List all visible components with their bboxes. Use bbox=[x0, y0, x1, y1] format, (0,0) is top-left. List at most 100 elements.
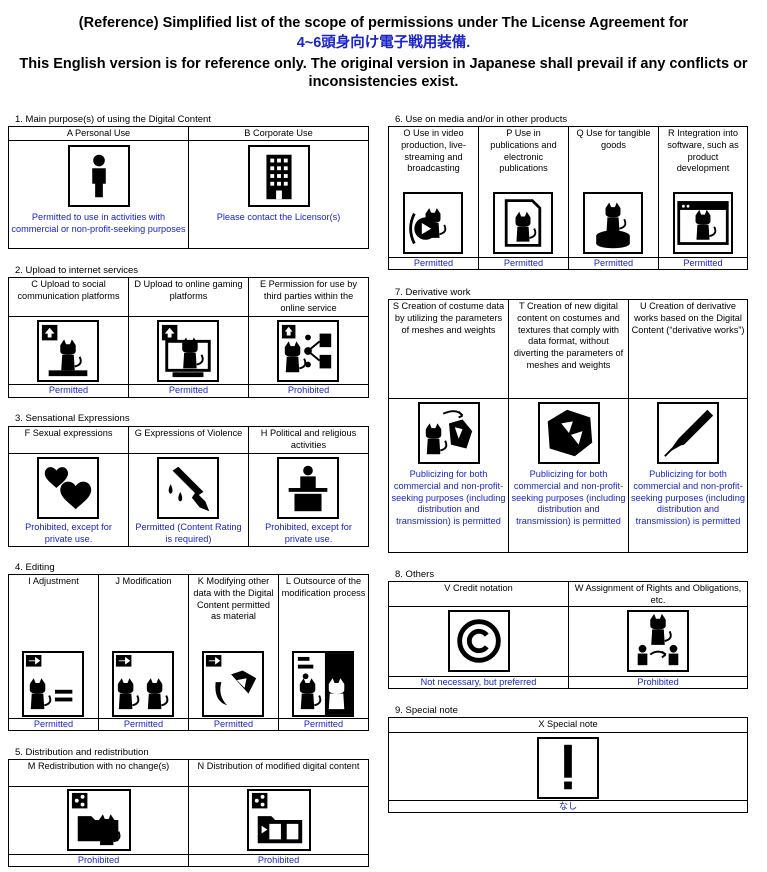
section-5-box: M Redistribution with no change(s) Prohi… bbox=[8, 759, 369, 867]
item-f-label: F Sexual expressions bbox=[24, 428, 113, 438]
section-5-title: 5. Distribution and redistribution bbox=[15, 747, 149, 758]
item-e: E Permission for use by third parties wi… bbox=[249, 278, 368, 397]
item-s-label: S Creation of costume data by utilizing … bbox=[392, 301, 505, 335]
item-x: X Special note なし bbox=[389, 718, 747, 812]
section-6-box: O Use in video production, live-streamin… bbox=[388, 126, 748, 270]
item-v: V Credit notation Not necessary, but pre… bbox=[389, 582, 569, 688]
redistribution-icon bbox=[67, 789, 131, 851]
item-p-label: P Use in publications and electronic pub… bbox=[490, 128, 557, 174]
item-d: D Upload to online gaming platforms Perm… bbox=[129, 278, 249, 397]
item-q: Q Use for tangible goods Permitted bbox=[569, 127, 659, 269]
outsource-icon bbox=[292, 651, 354, 717]
item-i: I Adjustment Permitted bbox=[9, 575, 99, 730]
item-a: A Personal Use Permitted to use in activ… bbox=[9, 127, 189, 248]
section-7-title: 7. Derivative work bbox=[395, 287, 471, 298]
item-f-result: Prohibited, except for private use. bbox=[25, 522, 112, 544]
section-3-box: F Sexual expressions Prohibited, except … bbox=[8, 426, 369, 547]
section-9-box: X Special note なし bbox=[388, 717, 748, 813]
item-b-label: B Corporate Use bbox=[244, 128, 313, 138]
item-g: G Expressions of Violence Permitted (Con… bbox=[129, 427, 249, 546]
item-h: H Political and religious activities Pro… bbox=[249, 427, 368, 546]
item-c-label: C Upload to social communication platfor… bbox=[17, 279, 120, 301]
item-u-label: U Creation of derivative works based on … bbox=[631, 301, 745, 335]
item-o: O Use in video production, live-streamin… bbox=[389, 127, 479, 269]
assignment-icon bbox=[627, 610, 689, 672]
section-1-box: A Personal Use Permitted to use in activ… bbox=[8, 126, 369, 249]
new-costume-icon bbox=[538, 402, 600, 464]
section-6-title: 6. Use on media and/or in other products bbox=[395, 114, 568, 125]
section-7-box: S Creation of costume data by utilizing … bbox=[388, 299, 748, 553]
item-v-label: V Credit notation bbox=[444, 583, 513, 593]
section-2-box: C Upload to social communication platfor… bbox=[8, 277, 369, 398]
building-icon bbox=[248, 145, 310, 207]
upload-gaming-icon bbox=[157, 320, 219, 382]
item-t: T Creation of new digital content on cos… bbox=[509, 300, 629, 552]
item-n: N Distribution of modified digital conte… bbox=[189, 760, 368, 866]
item-s: S Creation of costume data by utilizing … bbox=[389, 300, 509, 552]
item-i-result: Permitted bbox=[9, 718, 98, 731]
section-9-title: 9. Special note bbox=[395, 705, 458, 716]
item-w-label: W Assignment of Rights and Obligations, … bbox=[574, 583, 742, 605]
item-u-result: Publicizing for both commercial and non-… bbox=[631, 469, 745, 527]
item-o-label: O Use in video production, live-streamin… bbox=[401, 128, 466, 174]
item-t-label: T Creation of new digital content on cos… bbox=[513, 301, 624, 370]
item-o-result: Permitted bbox=[389, 257, 478, 270]
item-e-label: E Permission for use by third parties wi… bbox=[259, 279, 358, 313]
modification-icon bbox=[112, 651, 174, 717]
item-k-label: K Modifying other data with the Digital … bbox=[193, 576, 274, 622]
item-h-label: H Political and religious activities bbox=[260, 428, 357, 450]
podium-icon bbox=[277, 457, 339, 519]
upload-social-icon bbox=[37, 320, 99, 382]
item-x-label: X Special note bbox=[538, 719, 598, 729]
item-d-result: Permitted bbox=[129, 384, 248, 397]
item-m-label: M Redistribution with no change(s) bbox=[27, 761, 170, 771]
section-2-title: 2. Upload to internet services bbox=[15, 265, 139, 276]
distribute-modified-icon bbox=[247, 789, 311, 851]
item-c: C Upload to social communication platfor… bbox=[9, 278, 129, 397]
figure-icon bbox=[583, 192, 643, 254]
item-w: W Assignment of Rights and Obligations, … bbox=[569, 582, 747, 688]
item-q-result: Permitted bbox=[569, 257, 658, 270]
item-g-result: Permitted (Content Rating is required) bbox=[135, 522, 242, 544]
item-r-result: Permitted bbox=[659, 257, 747, 270]
section-1-title: 1. Main purpose(s) of using the Digital … bbox=[15, 114, 211, 125]
item-h-result: Prohibited, except for private use. bbox=[265, 522, 352, 544]
section-8-box: V Credit notation Not necessary, but pre… bbox=[388, 581, 748, 689]
item-c-result: Permitted bbox=[9, 384, 128, 397]
item-j-label: J Modification bbox=[115, 576, 172, 586]
item-k: K Modifying other data with the Digital … bbox=[189, 575, 279, 730]
item-k-result: Permitted bbox=[189, 718, 278, 731]
item-l: L Outsource of the modification process … bbox=[279, 575, 368, 730]
item-a-label: A Personal Use bbox=[66, 128, 131, 138]
section-8-title: 8. Others bbox=[395, 569, 435, 580]
item-n-label: N Distribution of modified digital conte… bbox=[197, 761, 360, 771]
item-l-label: L Outsource of the modification process bbox=[281, 576, 366, 598]
section-3-title: 3. Sensational Expressions bbox=[15, 413, 130, 424]
header-line-4: inconsistencies exist. bbox=[308, 74, 459, 90]
item-j-result: Permitted bbox=[99, 718, 188, 731]
material-icon bbox=[202, 651, 264, 717]
software-icon bbox=[673, 192, 733, 254]
item-t-result: Publicizing for both commercial and non-… bbox=[511, 469, 626, 527]
item-s-result: Publicizing for both commercial and non-… bbox=[391, 469, 506, 527]
header-line-1: (Reference) Simplified list of the scope… bbox=[78, 15, 689, 31]
person-icon bbox=[68, 145, 130, 207]
item-l-result: Permitted bbox=[279, 718, 368, 731]
item-i-label: I Adjustment bbox=[28, 576, 79, 586]
item-m: M Redistribution with no change(s) Prohi… bbox=[9, 760, 189, 866]
item-e-result: Prohibited bbox=[249, 384, 368, 397]
copyright-icon bbox=[448, 610, 510, 672]
adjustment-icon bbox=[22, 651, 84, 717]
item-r: R Integration into software, such as pro… bbox=[659, 127, 747, 269]
item-q-label: Q Use for tangible goods bbox=[576, 128, 651, 150]
publication-icon bbox=[493, 192, 553, 254]
item-f: F Sexual expressions Prohibited, except … bbox=[9, 427, 129, 546]
section-4-title: 4. Editing bbox=[15, 562, 55, 573]
costume-mesh-icon bbox=[418, 402, 480, 464]
item-p-result: Permitted bbox=[479, 257, 568, 270]
video-icon bbox=[403, 192, 463, 254]
item-b-result: Please contact the Licensor(s) bbox=[216, 212, 341, 222]
pen-icon bbox=[657, 402, 719, 464]
item-u: U Creation of derivative works based on … bbox=[629, 300, 747, 552]
header-line-2: 4~6頭身向け電子戦用装備. bbox=[0, 34, 767, 52]
